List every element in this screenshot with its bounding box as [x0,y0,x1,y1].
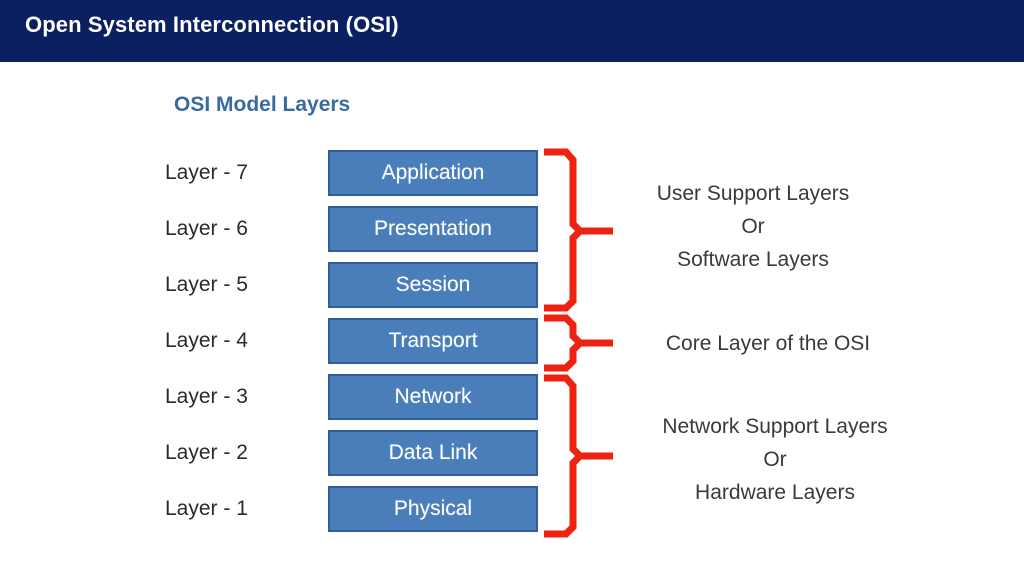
layer-row: Layer - 3 Network [0,374,1024,420]
layer-box-network[interactable]: Network [328,374,538,420]
layer-row: Layer - 5 Session [0,262,1024,308]
layer-box-label: Network [394,385,472,408]
layer-number-label: Layer - 1 [165,497,248,520]
layer-box-label: Transport [388,329,478,352]
layer-box-session[interactable]: Session [328,262,538,308]
diagram-subtitle: OSI Model Layers [174,93,351,116]
layer-number-label: Layer - 6 [165,217,248,240]
header-bar: Open System Interconnection (OSI) [0,0,1024,62]
layer-box-label: Data Link [388,441,478,464]
layer-row: Layer - 7 Application [0,150,1024,196]
layer-row: Layer - 1 Physical [0,486,1024,532]
layer-row: Layer - 6 Presentation [0,206,1024,252]
group-note-line: Software Layers [677,248,829,271]
group-note-line: Core Layer of the OSI [665,332,871,355]
layer-number-label: Layer - 5 [165,273,248,296]
group-note-line: Or [763,448,787,471]
layer-box-label: Application [381,161,485,184]
layer-number-label: Layer - 3 [165,385,248,408]
group-note-network-support: Network Support Layers Or Hardware Layer… [637,410,913,509]
layer-box-physical[interactable]: Physical [328,486,538,532]
layer-box-data-link[interactable]: Data Link [328,430,538,476]
layer-row: Layer - 2 Data Link [0,430,1024,476]
group-note-line: Hardware Layers [695,481,855,504]
layer-box-label: Presentation [374,217,492,240]
layer-box-transport[interactable]: Transport [328,318,538,364]
layer-number-label: Layer - 4 [165,329,248,352]
group-note-line: User Support Layers [656,182,850,205]
layer-box-label: Session [395,273,471,296]
group-note-line: Network Support Layers [662,415,888,438]
group-note-user-support: User Support Layers Or Software Layers [622,177,884,276]
layer-box-label: Physical [393,497,473,520]
group-note-core-layer: Core Layer of the OSI [637,327,899,360]
layer-number-label: Layer - 2 [165,441,248,464]
layer-number-label: Layer - 7 [165,161,248,184]
layer-box-presentation[interactable]: Presentation [328,206,538,252]
group-note-line: Or [741,215,765,238]
layer-row: Layer - 4 Transport [0,318,1024,364]
layer-box-application[interactable]: Application [328,150,538,196]
page-title: Open System Interconnection (OSI) [25,12,399,37]
